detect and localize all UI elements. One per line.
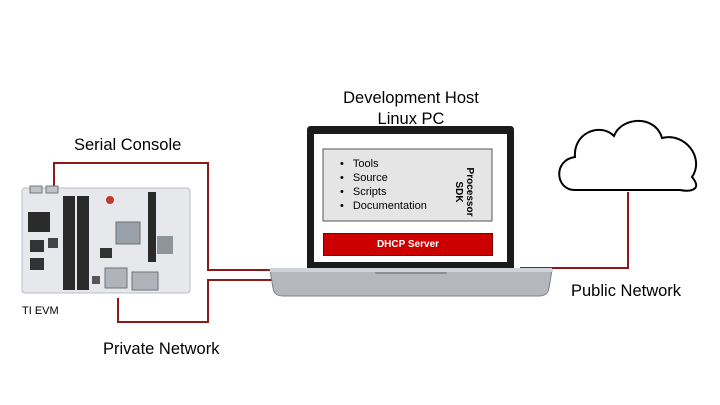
serial-console-label: Serial Console xyxy=(74,136,182,154)
public-network-line xyxy=(520,192,629,269)
sdk-title-line2: SDK xyxy=(453,181,464,203)
private-network-line xyxy=(117,279,300,323)
sdk-item-source: Source xyxy=(340,171,427,185)
host-title-line1: Development Host xyxy=(343,89,479,107)
sdk-title-line1: Processor xyxy=(464,167,475,217)
cloud-icon xyxy=(558,120,698,192)
connection-lines xyxy=(53,162,629,323)
development-host-title: Development Host Linux PC xyxy=(300,88,522,130)
processor-sdk-title: Processor SDK xyxy=(453,168,475,217)
dhcp-server-bar: DHCP Server xyxy=(323,233,493,256)
sdk-item-list: Tools Source Scripts Documentation xyxy=(340,157,427,213)
ti-evm-label: TI EVM xyxy=(22,305,59,317)
sdk-item-scripts: Scripts xyxy=(340,185,427,199)
serial-console-line xyxy=(53,162,295,271)
public-network-label: Public Network xyxy=(571,282,682,300)
ti-evm-board-icon xyxy=(21,185,191,294)
sdk-item-tools: Tools xyxy=(340,157,427,171)
host-title-line2: Linux PC xyxy=(377,110,445,128)
sdk-item-documentation: Documentation xyxy=(340,199,427,213)
private-network-label: Private Network xyxy=(103,340,220,358)
